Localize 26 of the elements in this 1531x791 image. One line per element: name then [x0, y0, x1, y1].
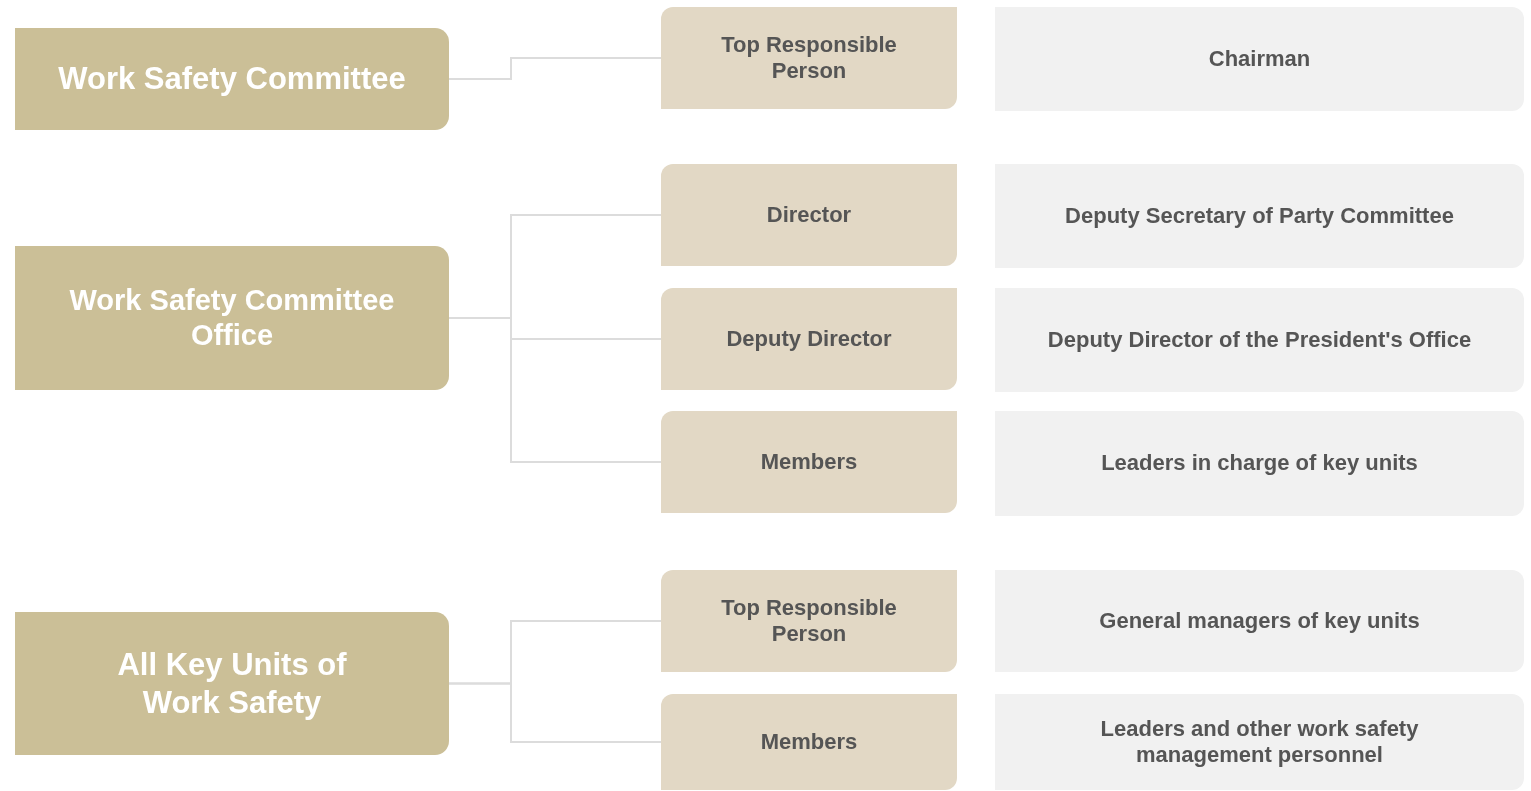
- role-box: [661, 164, 957, 266]
- box-text: Members: [760, 728, 858, 756]
- box-text: All Key Units of Work Safety: [116, 646, 348, 721]
- unit-box: [15, 28, 449, 130]
- role-box: [661, 570, 957, 672]
- box-text: Members: [760, 448, 858, 476]
- box-text: Work Safety Committee Office: [68, 283, 396, 353]
- role-box: [661, 288, 957, 390]
- box-text: Director: [766, 201, 852, 229]
- box-text: Top Responsible Person: [720, 594, 898, 648]
- box-text: Top Responsible Person: [720, 31, 898, 85]
- connector-line: [448, 682, 662, 743]
- connector-line: [448, 57, 662, 80]
- role-box: [661, 7, 957, 109]
- unit-box: [15, 246, 449, 390]
- role-box: [661, 411, 957, 513]
- box-text: Deputy Director: [726, 325, 892, 353]
- box-text: Leaders in charge of key units: [1101, 450, 1418, 477]
- box-text: Chairman: [1208, 45, 1311, 73]
- box-text: Leaders and other work safety management personnel: [1099, 715, 1420, 769]
- box-text: Work Safety Committee: [58, 60, 406, 98]
- role-box: [661, 694, 957, 790]
- box-text: General managers of key units: [1099, 607, 1420, 635]
- box-text: Deputy Director of the President's Office: [1047, 326, 1472, 354]
- unit-box: [15, 612, 449, 755]
- box-text: Deputy Secretary of Party Committee: [1065, 202, 1454, 230]
